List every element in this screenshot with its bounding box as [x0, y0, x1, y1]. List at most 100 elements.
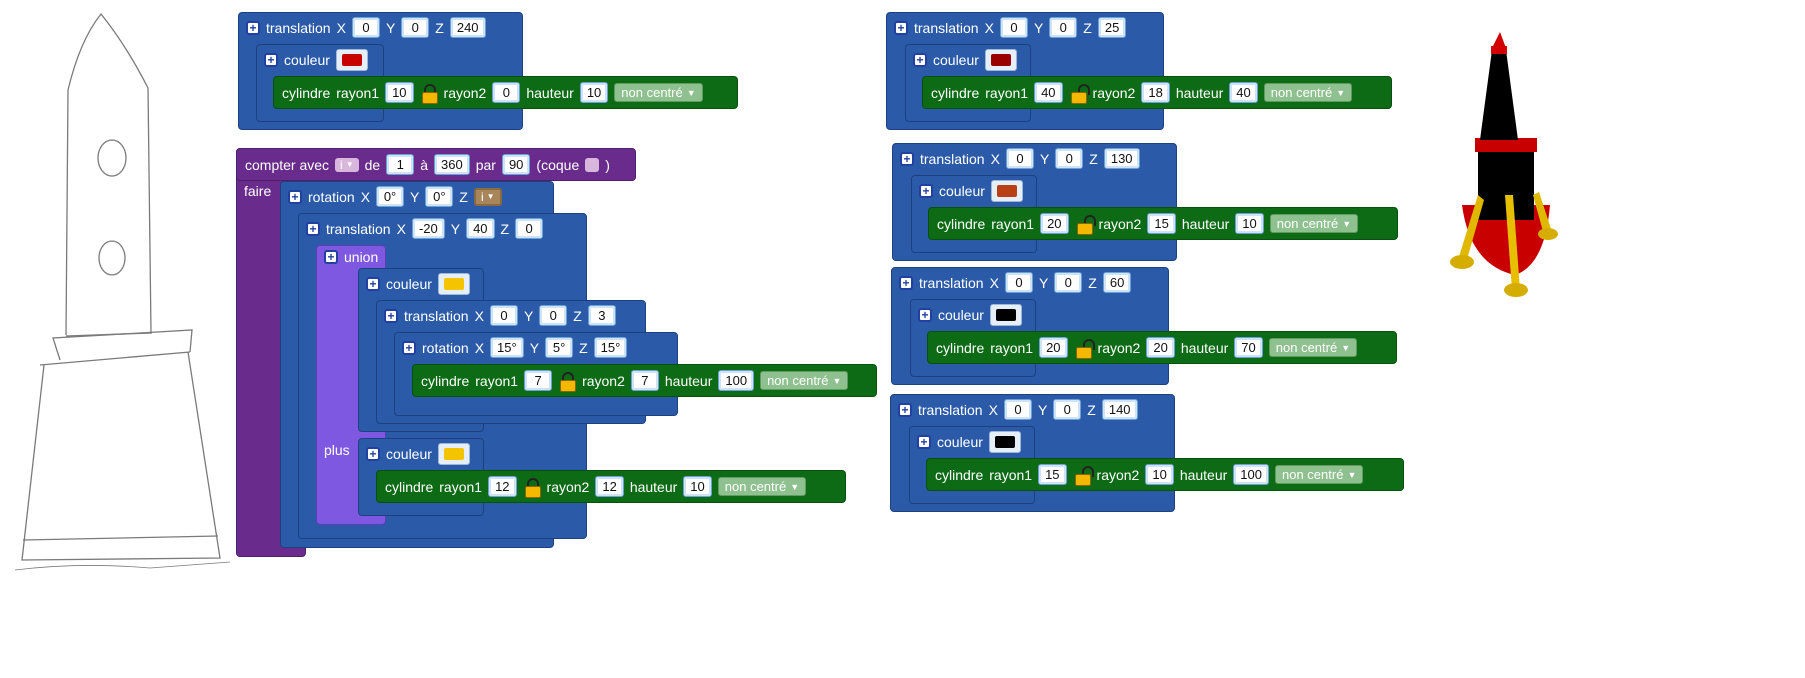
radius2-field[interactable]: 15: [1147, 213, 1176, 234]
lock-closed-icon[interactable]: [558, 371, 577, 392]
height-field[interactable]: 100: [718, 370, 755, 391]
center-dropdown[interactable]: non centré▼: [760, 371, 849, 390]
color-swatch-dark-red[interactable]: [984, 48, 1017, 71]
z-field[interactable]: 60: [1102, 272, 1132, 293]
height-field[interactable]: 10: [683, 476, 712, 497]
expand-icon[interactable]: +: [324, 250, 338, 264]
expand-icon[interactable]: +: [246, 20, 260, 35]
height-field[interactable]: 40: [1229, 82, 1258, 103]
x-field[interactable]: 0: [1004, 272, 1033, 293]
radius2-field[interactable]: 18: [1141, 82, 1170, 103]
color-swatch-yellow[interactable]: [437, 442, 470, 465]
y-field[interactable]: 5°: [545, 337, 574, 358]
height-field[interactable]: 10: [1235, 213, 1264, 234]
lock-open-icon[interactable]: [1069, 83, 1090, 104]
y-field[interactable]: 0: [1055, 148, 1084, 169]
z-field[interactable]: 130: [1103, 148, 1140, 169]
to-field[interactable]: 360: [434, 154, 470, 175]
z-field[interactable]: 3: [587, 305, 616, 326]
color-swatch-yellow[interactable]: [437, 272, 470, 295]
expand-icon[interactable]: +: [898, 402, 912, 417]
expand-icon[interactable]: +: [366, 276, 380, 291]
step-field[interactable]: 90: [501, 154, 531, 175]
radius2-field[interactable]: 0: [492, 82, 521, 103]
rocket-sketch: [14, 12, 231, 571]
center-dropdown[interactable]: non centré▼: [1268, 338, 1358, 357]
expand-icon[interactable]: +: [402, 340, 416, 355]
radius1-field[interactable]: 10: [385, 82, 414, 103]
radius1-field[interactable]: 40: [1034, 82, 1063, 103]
center-dropdown[interactable]: non centré▼: [1263, 83, 1353, 102]
x-field[interactable]: 15°: [490, 337, 524, 358]
lock-open-icon[interactable]: [420, 83, 438, 104]
x-field[interactable]: 0: [351, 17, 380, 38]
center-dropdown[interactable]: non centré▼: [717, 477, 807, 496]
y-field[interactable]: 0: [401, 17, 430, 38]
z-field[interactable]: 25: [1097, 17, 1127, 38]
expand-icon[interactable]: +: [899, 275, 913, 290]
expand-icon[interactable]: +: [917, 434, 931, 449]
radius2-field[interactable]: 12: [595, 476, 624, 497]
x-field[interactable]: 0: [1005, 148, 1034, 169]
y-field[interactable]: 0: [539, 305, 568, 326]
expand-icon[interactable]: +: [919, 183, 933, 198]
x-field[interactable]: 0: [489, 305, 518, 326]
height-field[interactable]: 100: [1233, 464, 1269, 485]
expand-icon[interactable]: +: [306, 221, 320, 236]
x-field[interactable]: 0: [999, 17, 1028, 38]
color-swatch-brown[interactable]: [990, 179, 1023, 202]
expand-icon[interactable]: +: [913, 52, 927, 67]
center-dropdown[interactable]: non centré▼: [1275, 465, 1364, 484]
z-field[interactable]: 0: [515, 218, 544, 239]
lock-open-icon[interactable]: [1074, 338, 1095, 359]
lock-closed-icon[interactable]: [523, 477, 541, 498]
x-field[interactable]: 0°: [376, 186, 405, 207]
y-field[interactable]: 0°: [425, 186, 454, 207]
color-swatch-red[interactable]: [335, 48, 368, 71]
radius1-field[interactable]: 15: [1038, 464, 1067, 485]
y-field[interactable]: 0: [1054, 272, 1083, 293]
z-field[interactable]: 15°: [593, 337, 628, 358]
center-dropdown[interactable]: non centré▼: [1269, 214, 1359, 233]
expand-icon[interactable]: +: [366, 446, 380, 461]
radius1-field[interactable]: 20: [1039, 337, 1068, 358]
expand-icon[interactable]: +: [384, 308, 398, 323]
radius2-field[interactable]: 20: [1146, 337, 1175, 358]
x-field[interactable]: -20: [411, 218, 445, 239]
height-field[interactable]: 10: [579, 82, 609, 103]
radius2-field[interactable]: 7: [630, 370, 659, 391]
expand-icon[interactable]: +: [288, 189, 302, 204]
y-field[interactable]: 0: [1049, 17, 1078, 38]
loop-variable[interactable]: i▼: [335, 157, 359, 172]
z-variable[interactable]: i▼: [473, 187, 502, 206]
lock-open-icon[interactable]: [1075, 214, 1096, 235]
radius2-field[interactable]: 10: [1145, 464, 1174, 485]
z-field[interactable]: 240: [449, 17, 486, 38]
radius1-field[interactable]: 20: [1040, 213, 1069, 234]
color-swatch-black[interactable]: [988, 430, 1021, 453]
center-dropdown[interactable]: non centré▼: [614, 83, 703, 102]
x-field[interactable]: 0: [1003, 399, 1032, 420]
y-field[interactable]: 0: [1053, 399, 1082, 420]
z-field[interactable]: 140: [1101, 399, 1138, 420]
height-field[interactable]: 70: [1234, 337, 1263, 358]
expand-icon[interactable]: +: [264, 52, 278, 67]
hull-checkbox[interactable]: [585, 157, 600, 172]
expand-icon[interactable]: +: [894, 20, 908, 35]
from-field[interactable]: 1: [386, 154, 415, 175]
expand-icon[interactable]: +: [918, 307, 932, 322]
lock-open-icon[interactable]: [1073, 465, 1094, 486]
radius1-field[interactable]: 12: [488, 476, 517, 497]
y-field[interactable]: 40: [466, 218, 495, 239]
color-swatch-black[interactable]: [989, 303, 1022, 326]
radius1-field[interactable]: 7: [524, 370, 553, 391]
expand-icon[interactable]: +: [900, 151, 914, 166]
